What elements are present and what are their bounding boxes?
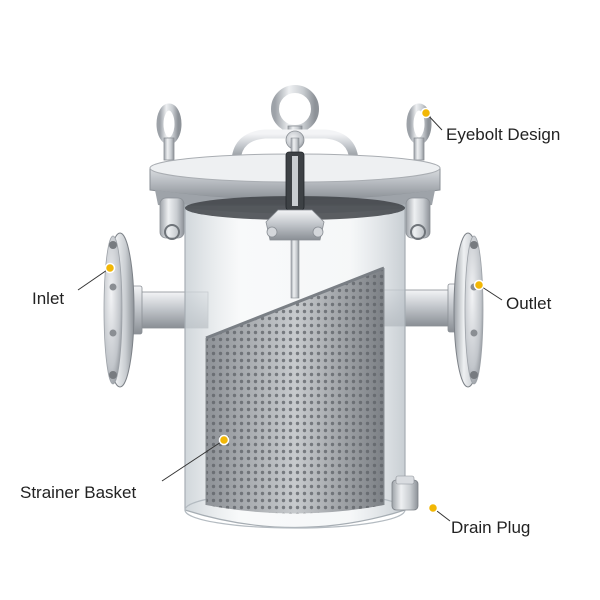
center-eye-lug — [231, 85, 359, 161]
inlet-label: Inlet — [32, 289, 65, 308]
clamp-left — [159, 197, 185, 240]
inlet-flange — [103, 232, 135, 388]
inlet-leader-line — [77, 267, 111, 291]
eyebolt-right — [406, 103, 432, 161]
callout-markers — [104, 107, 485, 514]
inlet-marker — [104, 262, 116, 274]
outlet-label: Outlet — [506, 294, 552, 313]
clamp-right — [405, 197, 431, 240]
drain-plug — [391, 475, 419, 511]
eyebolt-marker — [420, 107, 432, 119]
drain-plug-label: Drain Plug — [451, 518, 531, 537]
eyebolt-design-label: Eyebolt Design — [446, 125, 561, 144]
basket-leader-line — [161, 439, 225, 482]
eyebolt-left — [156, 103, 182, 161]
drain-marker — [427, 502, 439, 514]
basket-marker — [218, 434, 230, 446]
outlet-marker — [473, 279, 485, 291]
outlet-flange — [453, 232, 484, 388]
center-rod — [265, 137, 325, 299]
strainer-basket-label: Strainer Basket — [20, 483, 137, 502]
